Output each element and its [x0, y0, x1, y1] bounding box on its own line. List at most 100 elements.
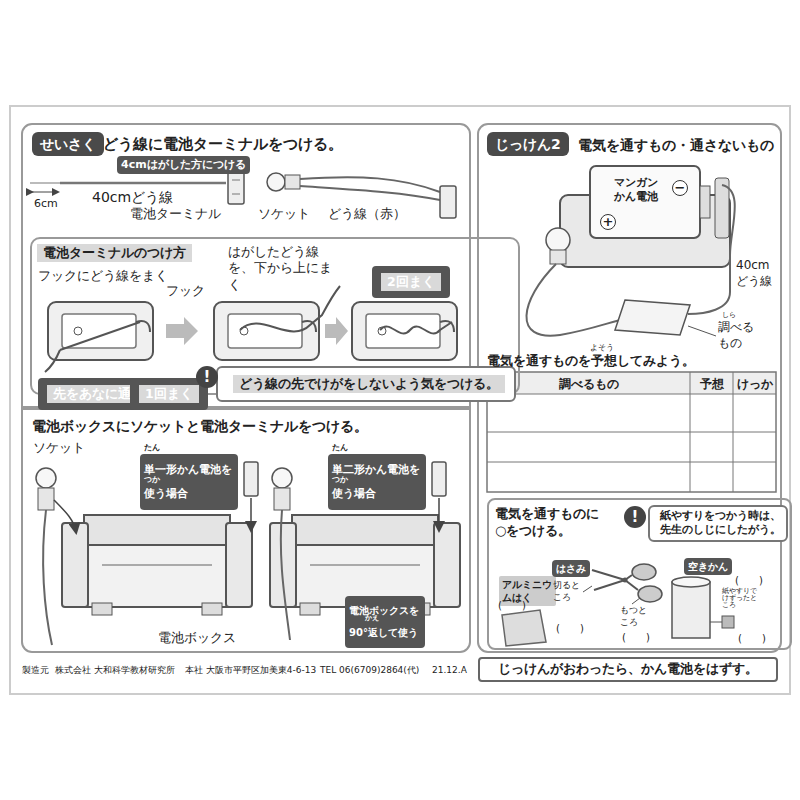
- test-items: [638, 586, 662, 602]
- ruby: かえ: [365, 615, 379, 622]
- item-part: 紙やすりでけずったところ: [722, 588, 758, 609]
- experiment-figure: [526, 264, 628, 336]
- terminal-steps: [45, 286, 457, 372]
- test-items: [502, 610, 546, 646]
- experiment-figure: [526, 166, 734, 336]
- experiment-figure: [700, 186, 710, 218]
- part-name: どう線（赤）: [328, 206, 406, 223]
- socket-figure: [285, 175, 300, 189]
- battery-box-setups: [43, 510, 52, 645]
- part-name: 40cm どう線: [736, 258, 774, 289]
- result-table: [487, 372, 776, 492]
- node-text: じっけんがおわったら、かん電池をはずす。: [482, 661, 774, 678]
- warning-icon: !: [624, 506, 646, 528]
- maker-info: TEL 06(6709)2864(代): [320, 665, 419, 677]
- ruby: たん: [332, 444, 348, 452]
- test-items: [594, 580, 625, 590]
- maker-info: 株式会社 大和科学教材研究所: [55, 665, 175, 677]
- item-part: もつところ: [620, 605, 648, 628]
- wire-figure: [30, 182, 60, 184]
- node-text: 電気を通すものに○をつける。: [495, 506, 603, 540]
- battery-box-setups: [62, 515, 252, 615]
- ruby: つか: [144, 476, 160, 484]
- node-text: 空きかん: [688, 560, 728, 573]
- item-part: 切るところ: [553, 580, 581, 603]
- page-frame: [10, 106, 790, 694]
- terminal-steps: [352, 302, 457, 360]
- node-text: はさみ: [556, 562, 586, 575]
- instruction: 電気を通すものを予想してみよう。: [487, 353, 695, 370]
- battery-box-setups: [54, 500, 76, 532]
- part-name: ソケット: [258, 206, 310, 223]
- case-tag: 単二形かん電池を使う場合たんつか: [328, 454, 426, 510]
- polarity-mark: +: [600, 214, 616, 230]
- caution-box: 紙やすりをつかう時は、先生のしじにしたがう。: [648, 505, 788, 542]
- ruby: しら: [722, 312, 736, 319]
- terminal-steps: [380, 322, 452, 333]
- item-tag: 空きかん: [684, 558, 732, 575]
- part-name: 40cmどう線: [92, 188, 173, 206]
- answer-blank: ( ): [622, 631, 650, 644]
- result-table: [733, 372, 734, 492]
- socket-figure: [300, 177, 440, 192]
- socket-figure: [440, 186, 456, 218]
- answer-blank: ( ): [498, 599, 526, 612]
- node-text: どう線の先でけがをしないよう気をつける。: [233, 375, 505, 393]
- wire-figure: [228, 172, 244, 204]
- node-text: 電池ボックスを90°返して使う: [349, 600, 421, 644]
- wire-figure: [32, 192, 58, 193]
- node-text: 2回まく: [381, 273, 441, 291]
- page-frame: [478, 124, 781, 652]
- battery-box-setups: [432, 462, 446, 496]
- answer-blank: ( ): [735, 574, 763, 587]
- step-tag: 2回まく: [372, 266, 450, 298]
- terminal-steps: [60, 322, 140, 350]
- step-note: フックにどう線をまく: [38, 268, 168, 284]
- wire-figure: [232, 180, 240, 181]
- dimension: 6cm: [34, 197, 58, 211]
- wire-figure: [232, 194, 240, 195]
- test-items: [632, 598, 640, 604]
- wire-figure: [60, 182, 226, 185]
- maker-info: 製造元: [22, 665, 49, 677]
- socket-figure: [267, 173, 285, 191]
- case-tag: 単一形かん電池を使う場合たんつか: [140, 454, 238, 510]
- maker-info: 本社 大阪市平野区加美東4-6-13: [185, 665, 316, 677]
- node-text: 電池ターミナルのつけ方: [37, 244, 192, 262]
- experiment-figure: [688, 326, 716, 336]
- battery-box-setups: [36, 468, 56, 488]
- test-items: [710, 622, 722, 623]
- experiment-figure: [615, 300, 690, 335]
- terminal-steps: [325, 317, 348, 345]
- node-text: 紙やすりをつかう時は、先生のしじにしたがう。: [660, 509, 782, 538]
- node-text: 4cmはがした方につける: [121, 158, 246, 172]
- battery-box-setups: [38, 488, 54, 510]
- terminal-steps: [45, 350, 60, 372]
- ruby: つか: [332, 476, 348, 484]
- heading-text: どう線に電池ターミナルをつける。: [103, 135, 343, 155]
- part-name: 電池ボックス: [158, 630, 236, 647]
- answer-blank: ( ): [556, 622, 584, 635]
- battery-box-setups: [281, 510, 290, 640]
- terminal-steps: [48, 302, 153, 360]
- part-name: フック: [166, 283, 205, 299]
- terminal-steps: [166, 317, 198, 345]
- version-code: 21.12.A: [432, 665, 467, 677]
- warning-icon: !: [196, 366, 218, 388]
- section-tab: せいさく: [32, 132, 104, 156]
- test-items: [592, 570, 625, 580]
- step-tag: 1回まく: [130, 378, 208, 410]
- part-name: 電池ターミナル: [130, 206, 221, 223]
- section-tab: じっけん2: [487, 132, 569, 156]
- table-header: 予想: [690, 377, 733, 393]
- table-header: けっか: [733, 377, 776, 393]
- result-table: [487, 372, 776, 492]
- test-items: [672, 582, 710, 638]
- node-text: せいさく: [40, 135, 96, 153]
- step-note: はがしたどう線を、下から上にまく: [228, 244, 343, 293]
- ruby: よそう: [590, 344, 614, 352]
- socket-figure: [300, 186, 440, 200]
- note-tag: 4cmはがした方につける: [117, 156, 250, 174]
- table-header: 調べるもの: [487, 377, 690, 393]
